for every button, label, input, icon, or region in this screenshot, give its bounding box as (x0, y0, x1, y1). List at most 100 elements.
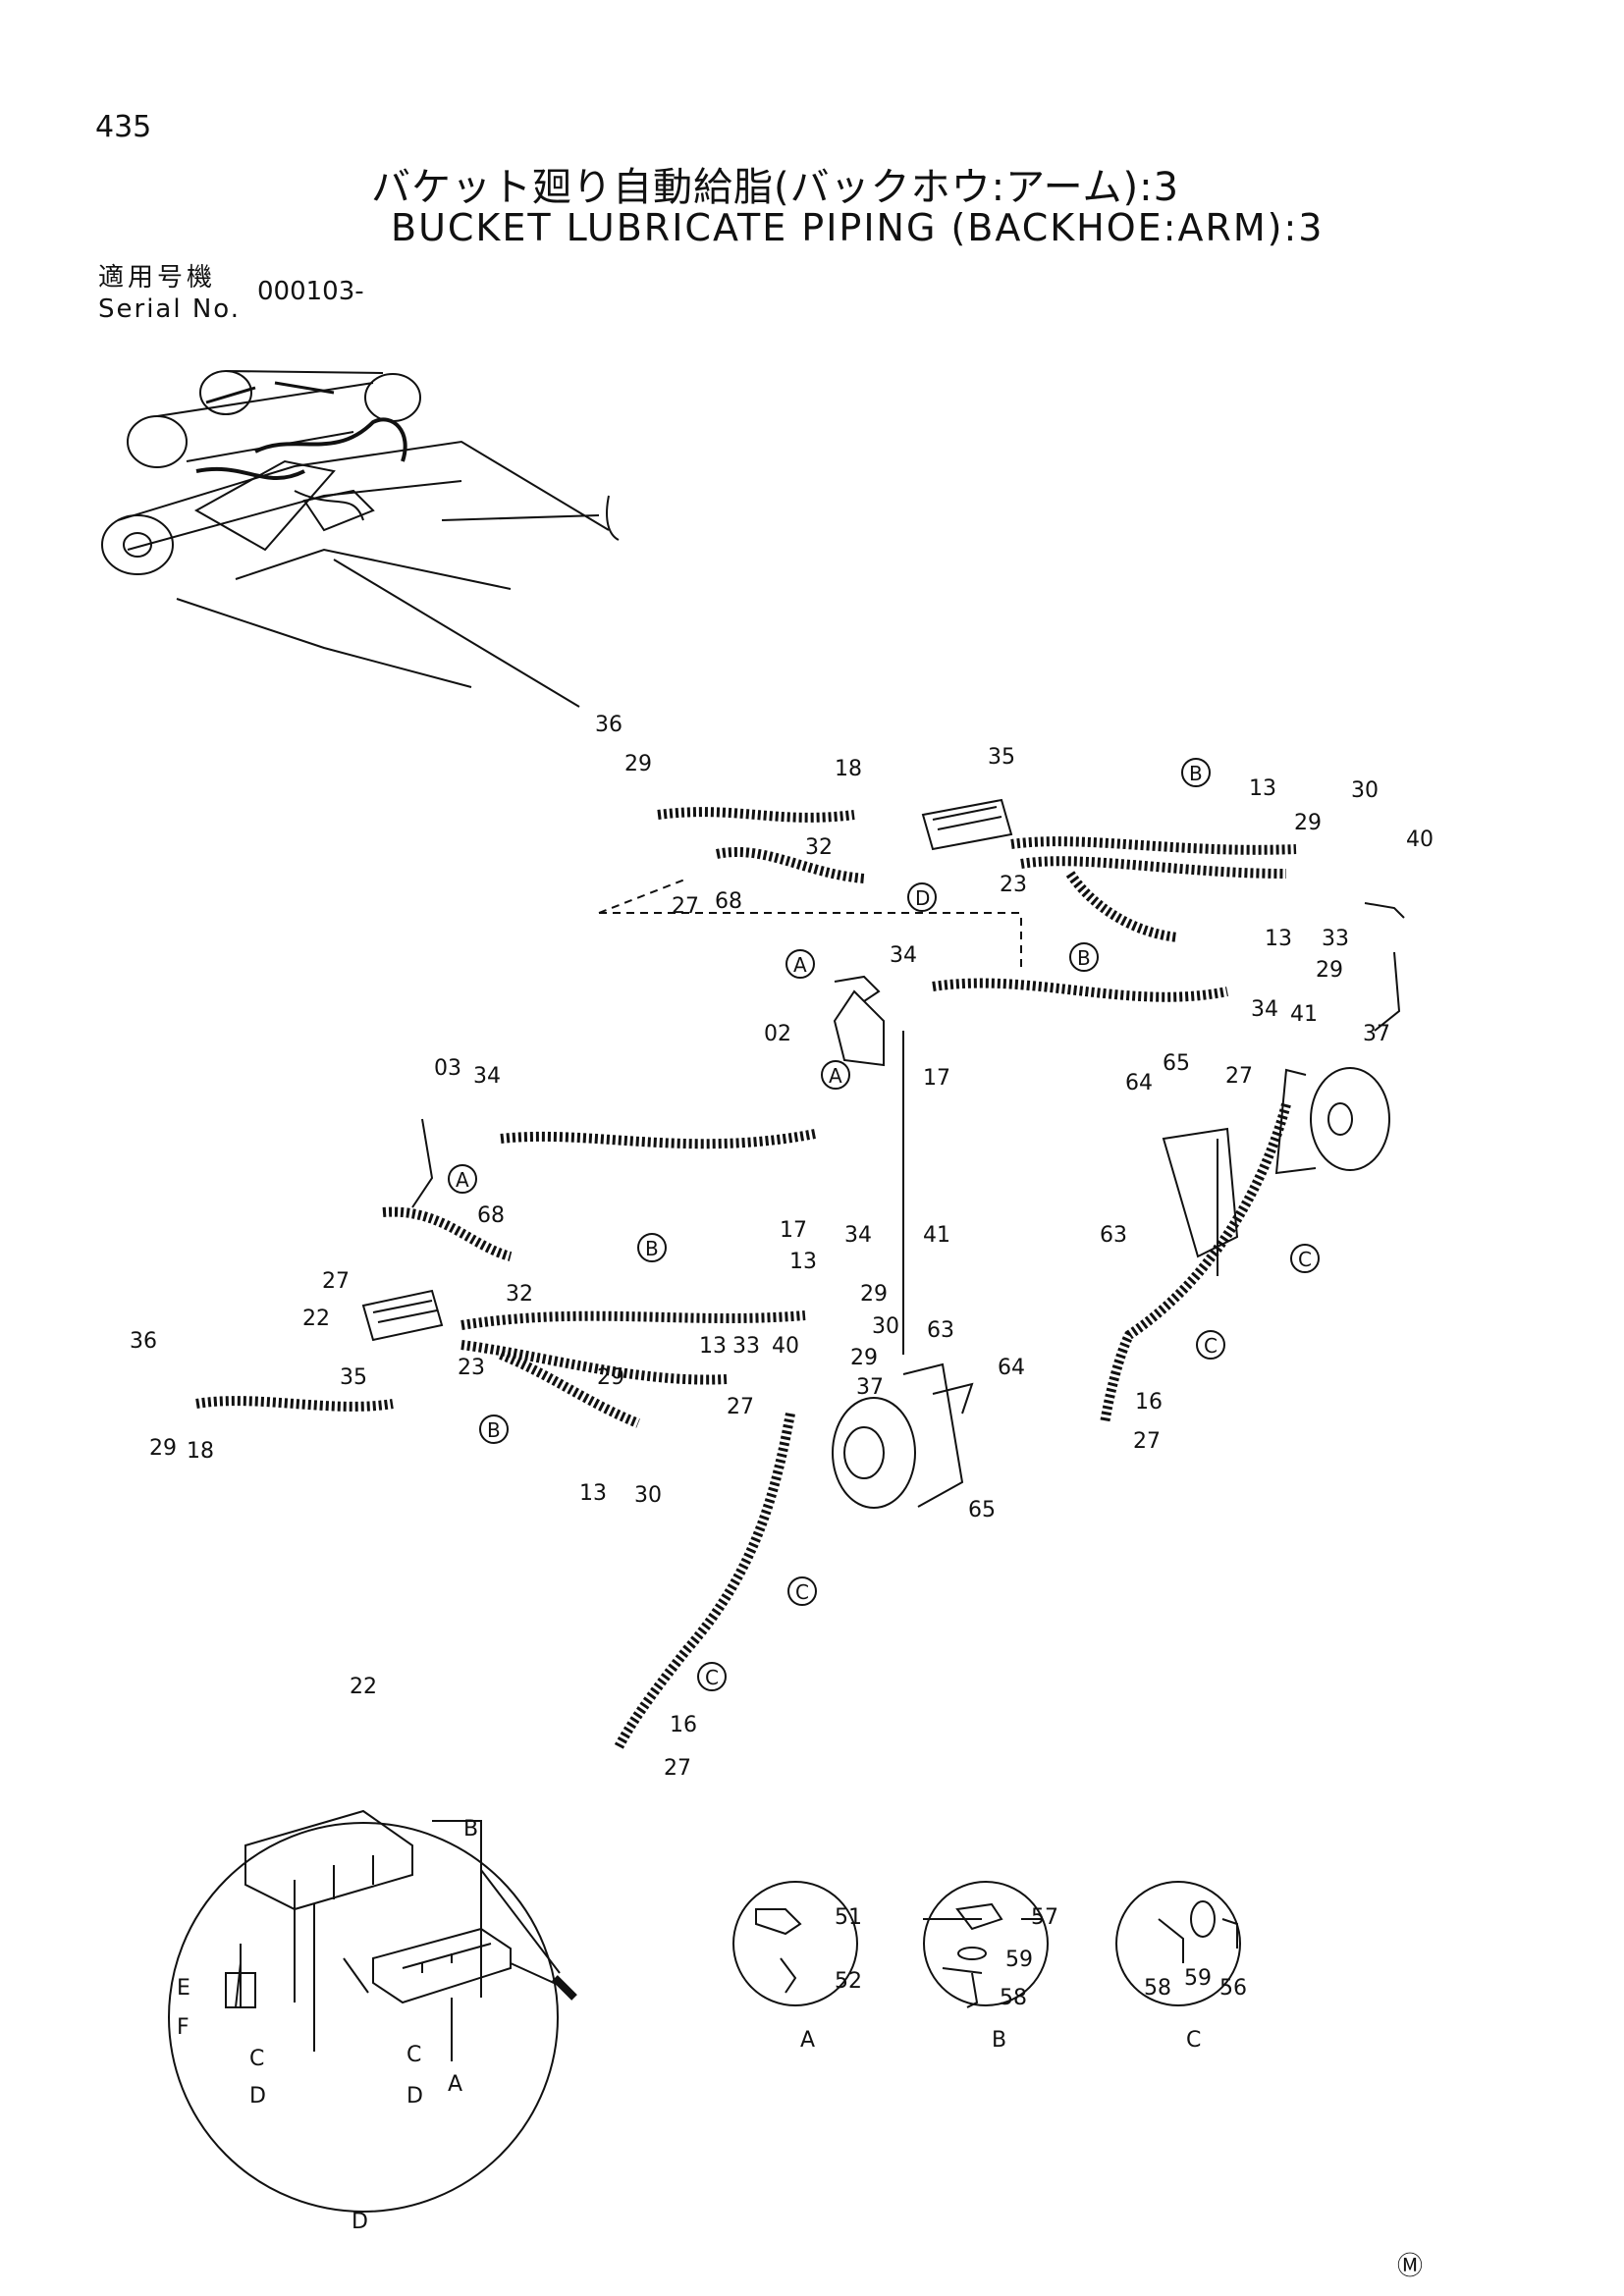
callout-13: 13 (699, 1334, 727, 1359)
callout-17: 17 (780, 1218, 807, 1243)
detail-letter-e: E (177, 1976, 190, 2001)
callout-58: 58 (1000, 1986, 1027, 2010)
svg-text:B: B (1189, 762, 1203, 785)
callout-29: 29 (624, 752, 652, 776)
callout-13: 13 (789, 1250, 817, 1274)
callout-13: 13 (579, 1481, 607, 1506)
svg-text:C: C (795, 1580, 809, 1604)
callout-40: 40 (772, 1334, 799, 1359)
model-mark: Ⓜ (1397, 2252, 1424, 2281)
circle-label-c: C (787, 1576, 817, 1606)
svg-text:B: B (1077, 946, 1091, 970)
detail-letter-c: C (249, 2047, 264, 2071)
callout-63: 63 (927, 1318, 954, 1343)
callout-17: 17 (923, 1066, 950, 1091)
callout-30: 30 (872, 1314, 899, 1339)
callout-13: 13 (1265, 927, 1292, 951)
circle-label-b: B (637, 1233, 667, 1262)
detail-letter-c: C (406, 2043, 421, 2067)
upper-hose-group (598, 495, 1405, 1067)
detail-letter-d: D (249, 2084, 266, 2109)
callout-23: 23 (1000, 873, 1027, 897)
callout-68: 68 (715, 889, 742, 914)
callout-63: 63 (1100, 1223, 1127, 1248)
detail-a-label: A (800, 2028, 815, 2053)
callout-27: 27 (727, 1395, 754, 1419)
title-english: BUCKET LUBRICATE PIPING (BACKHOE:ARM):3 (391, 206, 1325, 249)
circle-label-a: A (785, 949, 815, 979)
callout-16: 16 (670, 1713, 697, 1737)
callout-33: 33 (732, 1334, 760, 1359)
callout-41: 41 (1290, 1002, 1318, 1027)
callout-27: 27 (664, 1756, 691, 1781)
circle-label-c: C (1290, 1244, 1320, 1273)
detail-letter-d: D (406, 2084, 423, 2109)
callout-02: 02 (764, 1022, 791, 1046)
hose-clamp-a-detail (732, 1881, 858, 2006)
callout-29: 29 (850, 1346, 878, 1370)
title-japanese: バケット廻り自動給脂(バックホウ:アーム):3 (371, 165, 1180, 210)
circle-label-c: C (1196, 1330, 1225, 1360)
callout-34: 34 (890, 943, 917, 968)
detail-c-label: C (1186, 2028, 1201, 2053)
hose-clamp-c-detail (1115, 1881, 1241, 2006)
callout-32: 32 (506, 1282, 533, 1307)
arm-overview-illustration (101, 370, 610, 708)
callout-64: 64 (998, 1356, 1025, 1380)
callout-65: 65 (968, 1498, 996, 1522)
callout-51: 51 (835, 1905, 862, 1930)
circle-label-a: A (821, 1060, 850, 1090)
callout-33: 33 (1322, 927, 1349, 951)
callout-35: 35 (988, 745, 1015, 770)
callout-29: 29 (1316, 958, 1343, 983)
callout-65: 65 (1163, 1051, 1190, 1076)
lube-manifold-detail (168, 1809, 577, 2213)
callout-34: 34 (1251, 997, 1278, 1022)
callout-22: 22 (350, 1675, 377, 1699)
circle-label-b: B (1069, 942, 1099, 972)
serial-number-value: 000103- (257, 277, 364, 306)
callout-57: 57 (1031, 1905, 1058, 1930)
callout-27: 27 (1225, 1064, 1253, 1089)
callout-29: 29 (597, 1365, 624, 1390)
serial-label-japanese: 適用号機 (98, 263, 217, 293)
circle-label-a: A (448, 1164, 477, 1194)
detail-b-label: B (992, 2028, 1006, 2053)
callout-30: 30 (1351, 778, 1379, 803)
svg-text:B: B (645, 1237, 659, 1260)
circle-label-d: D (907, 882, 937, 912)
callout-16: 16 (1135, 1390, 1163, 1415)
callout-13: 13 (1249, 776, 1276, 801)
detail-letter-d-bottom: D (352, 2210, 368, 2234)
callout-64: 64 (1125, 1071, 1153, 1095)
callout-52: 52 (835, 1969, 862, 1994)
callout-18: 18 (187, 1439, 214, 1464)
svg-text:C: C (1204, 1334, 1218, 1358)
svg-text:A: A (829, 1064, 842, 1088)
callout-23: 23 (458, 1356, 485, 1380)
callout-34: 34 (844, 1223, 872, 1248)
callout-59: 59 (1184, 1966, 1212, 1991)
svg-text:C: C (1298, 1248, 1312, 1271)
callout-03: 03 (434, 1056, 461, 1081)
callout-36: 36 (130, 1329, 157, 1354)
callout-41: 41 (923, 1223, 950, 1248)
callout-27: 27 (672, 894, 699, 919)
svg-text:D: D (915, 886, 930, 910)
callout-59: 59 (1005, 1948, 1033, 1972)
svg-text:C: C (705, 1666, 719, 1689)
detail-letter-a: A (448, 2072, 462, 2097)
callout-40: 40 (1406, 828, 1434, 852)
right-cylinder-groups (614, 1067, 1390, 1750)
callout-22: 22 (302, 1307, 330, 1331)
callout-56: 56 (1219, 1976, 1247, 2001)
callout-27: 27 (1133, 1429, 1161, 1454)
page-number: 435 (95, 110, 152, 144)
callout-labels: 36 29 18 35 13 30 29 40 32 27 68 23 13 3… (130, 713, 1434, 2234)
svg-text:A: A (456, 1168, 469, 1192)
circled-labels: A D B B A A B B C C C C (448, 758, 1320, 1691)
callout-37: 37 (856, 1375, 884, 1400)
callout-29: 29 (860, 1282, 888, 1307)
callout-37: 37 (1363, 1022, 1390, 1046)
